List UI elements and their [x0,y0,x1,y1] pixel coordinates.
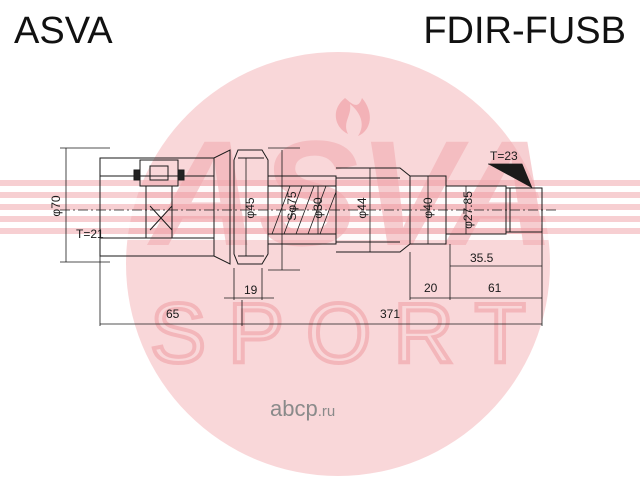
label-teeth-right: T=23 [490,149,518,163]
label-total-length: 371 [380,307,400,321]
label-length-61: 61 [488,281,502,295]
watermark-site: abcp.ru [270,396,335,422]
part-number: FDIR-FUSB [423,10,626,52]
label-shaft-40: φ40 [421,197,435,218]
label-spline-diameter: φ27.85 [461,191,475,229]
label-outer-diameter: φ70 [49,195,63,216]
label-bearing-diameter: φ45 [243,197,257,218]
brand-title: ASVA [14,10,113,52]
label-width-19: 19 [244,283,258,297]
label-length-65: 65 [166,307,180,321]
watermark-site-name: abcp [270,396,318,421]
label-length-20: 20 [424,281,438,295]
bearing-ring [233,149,269,265]
label-teeth-left: T=21 [76,227,104,241]
dimension-labels: φ70 T=21 φ45 Sφ75 φ30 φ44 φ40 φ27.85 T=2… [49,149,518,321]
watermark-logo: ASVA SPORT [0,52,640,476]
flame-icon [335,98,370,136]
label-shaft-30: φ30 [311,197,325,218]
label-shaft-44: φ44 [355,197,369,218]
label-spline-length: 35.5 [470,251,494,265]
watermark-stripe-bands [0,180,640,234]
watermark-site-tld: .ru [317,403,336,420]
label-boot-seat: Sφ75 [285,191,299,220]
dimension-lines [60,147,543,326]
watermark-sport-text: SPORT [150,286,548,380]
